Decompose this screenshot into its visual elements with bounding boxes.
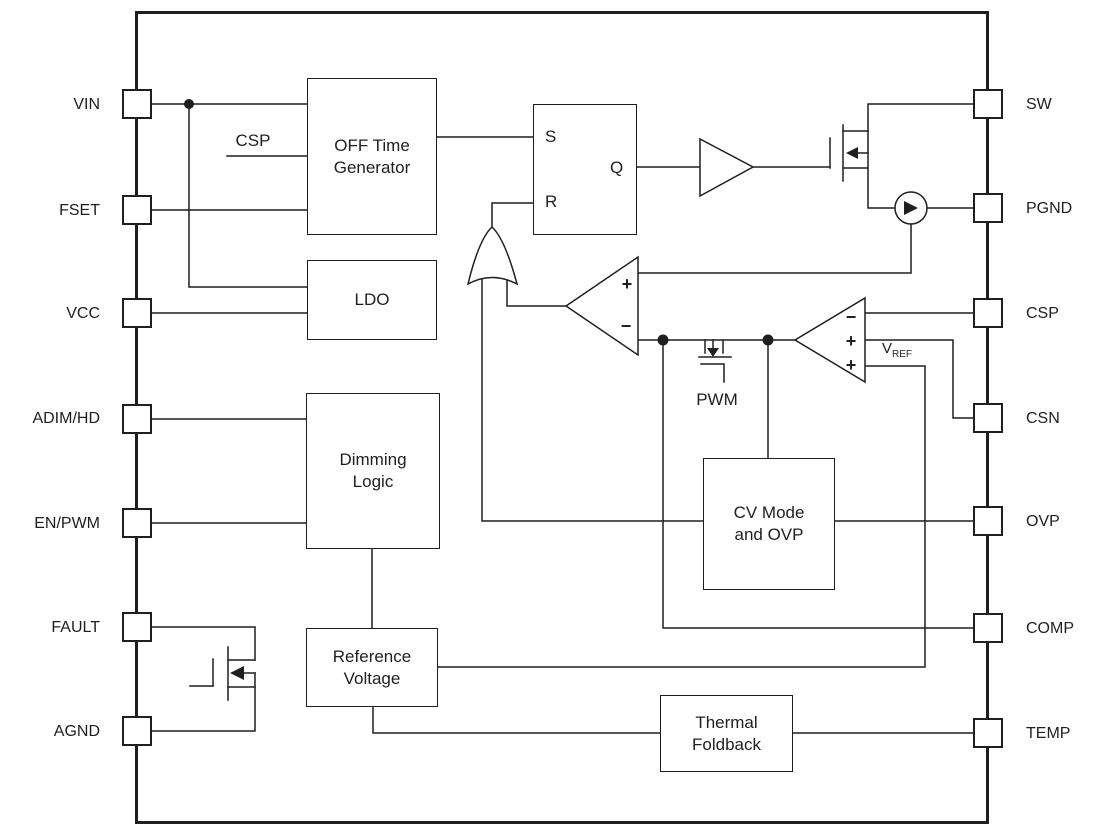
minus-symbol: − xyxy=(621,316,632,336)
block-label: OFF Time xyxy=(334,135,410,155)
pin-label-sw: SW xyxy=(1026,96,1052,113)
pin-label-csn: CSN xyxy=(1026,410,1060,427)
block-label: Foldback xyxy=(692,734,761,754)
block-label: LDO xyxy=(354,290,390,309)
plus-symbol: + xyxy=(622,274,633,294)
or-gate xyxy=(466,225,519,286)
junction-dot xyxy=(184,99,194,109)
wire-sw-fet-sense xyxy=(867,103,975,209)
junction-dot xyxy=(762,334,774,346)
latch-s-label: S xyxy=(545,127,557,146)
pin-fset xyxy=(122,195,152,225)
wire-vref-plus xyxy=(437,365,926,668)
wire-orgate-r xyxy=(491,202,534,228)
wire-fault-drain xyxy=(150,626,256,661)
pin-label-comp: COMP xyxy=(1026,620,1074,637)
pwm-comparator xyxy=(564,255,639,357)
pin-temp xyxy=(973,718,1003,748)
block-label: Dimming xyxy=(339,450,407,469)
latch-q-label: Q xyxy=(610,158,624,177)
pwm-fet-arrow-icon xyxy=(707,348,719,357)
pin-en-pwm xyxy=(122,508,152,538)
block-label: Thermal xyxy=(695,712,758,732)
pin-label-agnd: AGND xyxy=(53,723,100,740)
block-reference-voltage: Reference Voltage xyxy=(306,628,438,707)
plus-symbol: + xyxy=(846,331,857,351)
pin-csn xyxy=(973,403,1003,433)
wire-reference-thermal xyxy=(372,706,661,734)
pin-csp xyxy=(973,298,1003,328)
comparator-symbols: + − − + + xyxy=(621,274,857,375)
plus-symbol: + xyxy=(846,355,857,375)
pin-sw xyxy=(973,89,1003,119)
block-thermal-foldback: Thermal Foldback xyxy=(660,695,793,772)
pin-label-temp: TEMP xyxy=(1026,725,1071,742)
block-label: Voltage xyxy=(343,668,401,688)
block-sr-latch: S Q R xyxy=(533,104,637,235)
wire-fault-agnd xyxy=(150,672,256,732)
pwm-fet-gate xyxy=(700,363,725,383)
wire-comp-node-comp-pin xyxy=(662,339,975,629)
current-sense-arrow-icon xyxy=(904,201,918,215)
pin-label-en-pwm: EN/PWM xyxy=(34,515,100,532)
pin-label-vin: VIN xyxy=(73,96,100,113)
power-fet-arrow-icon xyxy=(846,147,858,159)
vref-main: V xyxy=(882,340,893,357)
block-ldo: LDO xyxy=(307,260,437,340)
pin-pgnd xyxy=(973,193,1003,223)
logic-shapes xyxy=(466,137,928,384)
wire-comp-orgate xyxy=(506,278,567,307)
pin-label-vcc: VCC xyxy=(66,305,100,322)
pin-label-csp: CSP xyxy=(1026,305,1059,322)
junction-dot xyxy=(657,334,669,346)
block-label: CV Mode xyxy=(733,503,805,522)
pin-adim-hd xyxy=(122,404,152,434)
pin-ovp xyxy=(973,506,1003,536)
block-label: and OVP xyxy=(734,525,804,544)
wire-cvmode-orgate xyxy=(481,277,704,522)
wire-vin-ldo xyxy=(188,103,308,288)
pin-label-adim-hd: ADIM/HD xyxy=(32,410,100,427)
latch-r-label: R xyxy=(545,192,558,211)
pin-comp xyxy=(973,613,1003,643)
pin-vcc xyxy=(122,298,152,328)
pwm-label: PWM xyxy=(696,390,738,409)
block-label: Reference xyxy=(332,646,412,666)
vref-label: VREF xyxy=(882,340,912,360)
wire-csn-plus xyxy=(864,339,975,419)
block-off-time-generator: OFF Time Generator xyxy=(307,78,437,235)
pin-label-pgnd: PGND xyxy=(1026,200,1073,217)
vref-sub: REF xyxy=(892,349,913,360)
pin-label-fset: FSET xyxy=(59,202,100,219)
pin-label-ovp: OVP xyxy=(1026,513,1060,530)
arrows-and-dots xyxy=(184,99,918,680)
minus-symbol: − xyxy=(846,307,857,327)
block-label: Logic xyxy=(352,472,394,491)
pin-squares xyxy=(122,89,1003,748)
wire-sense-comp-plus xyxy=(637,223,912,274)
block-cv-mode-ovp: CV Mode and OVP xyxy=(703,458,835,590)
pin-vin xyxy=(122,89,152,119)
pin-fault xyxy=(122,612,152,642)
block-dimming-logic: Dimming Logic xyxy=(306,393,440,549)
pin-agnd xyxy=(122,716,152,746)
fault-fet-arrow-icon xyxy=(230,666,244,680)
block-label: Generator xyxy=(333,157,411,177)
gate-driver-buffer xyxy=(699,137,755,198)
pin-label-fault: FAULT xyxy=(51,619,100,636)
error-amplifier xyxy=(793,296,866,384)
csp-input-label: CSP xyxy=(235,131,271,150)
